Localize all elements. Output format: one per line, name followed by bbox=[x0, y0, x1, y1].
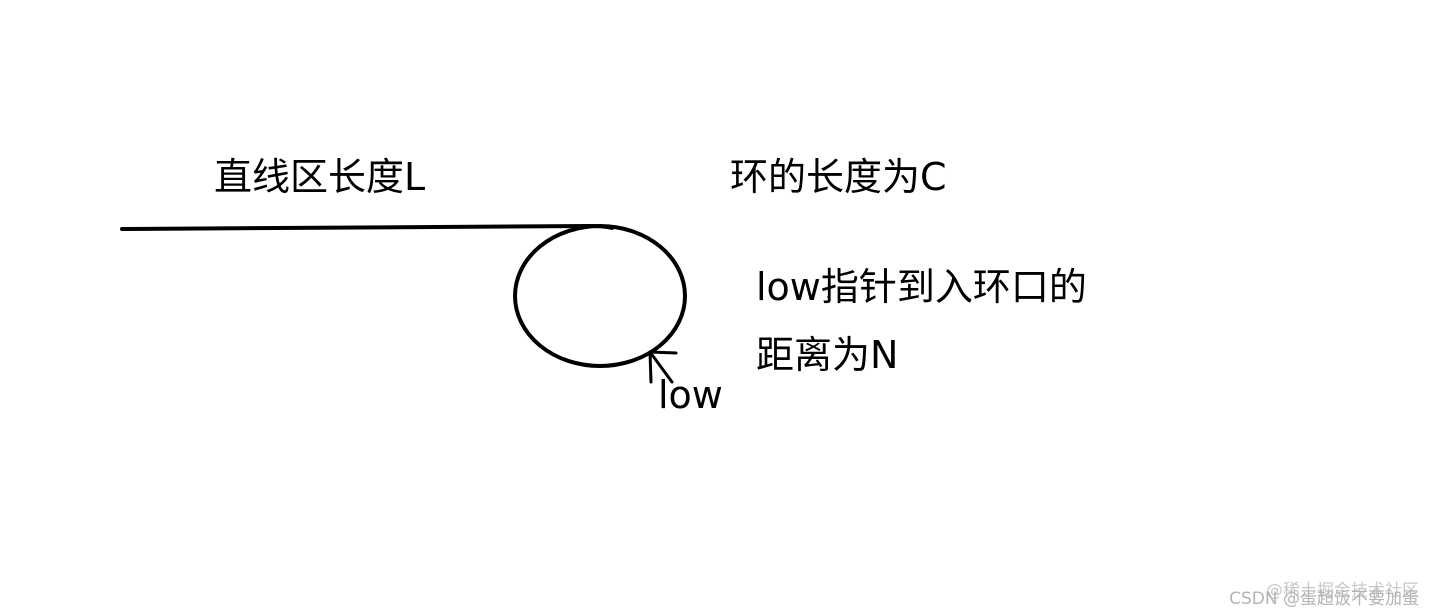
ring-cycle bbox=[513, 224, 687, 368]
ring-length-label: 环的长度为C bbox=[730, 155, 947, 199]
low-pointer-label: low bbox=[658, 373, 723, 417]
straight-section-label: 直线区长度L bbox=[214, 155, 426, 199]
straight-line bbox=[120, 223, 614, 231]
watermark-juejin: @稀土掘金技术社区 bbox=[1266, 581, 1419, 601]
low-distance-label-line2: 距离为N bbox=[756, 333, 899, 377]
watermark-csdn: CSDN @蛋超饭不要加蛋 bbox=[1229, 589, 1419, 609]
low-pointer-arrow bbox=[648, 350, 678, 384]
stray-dot bbox=[827, 296, 829, 298]
low-distance-label-line1: low指针到入环口的 bbox=[756, 265, 1087, 309]
